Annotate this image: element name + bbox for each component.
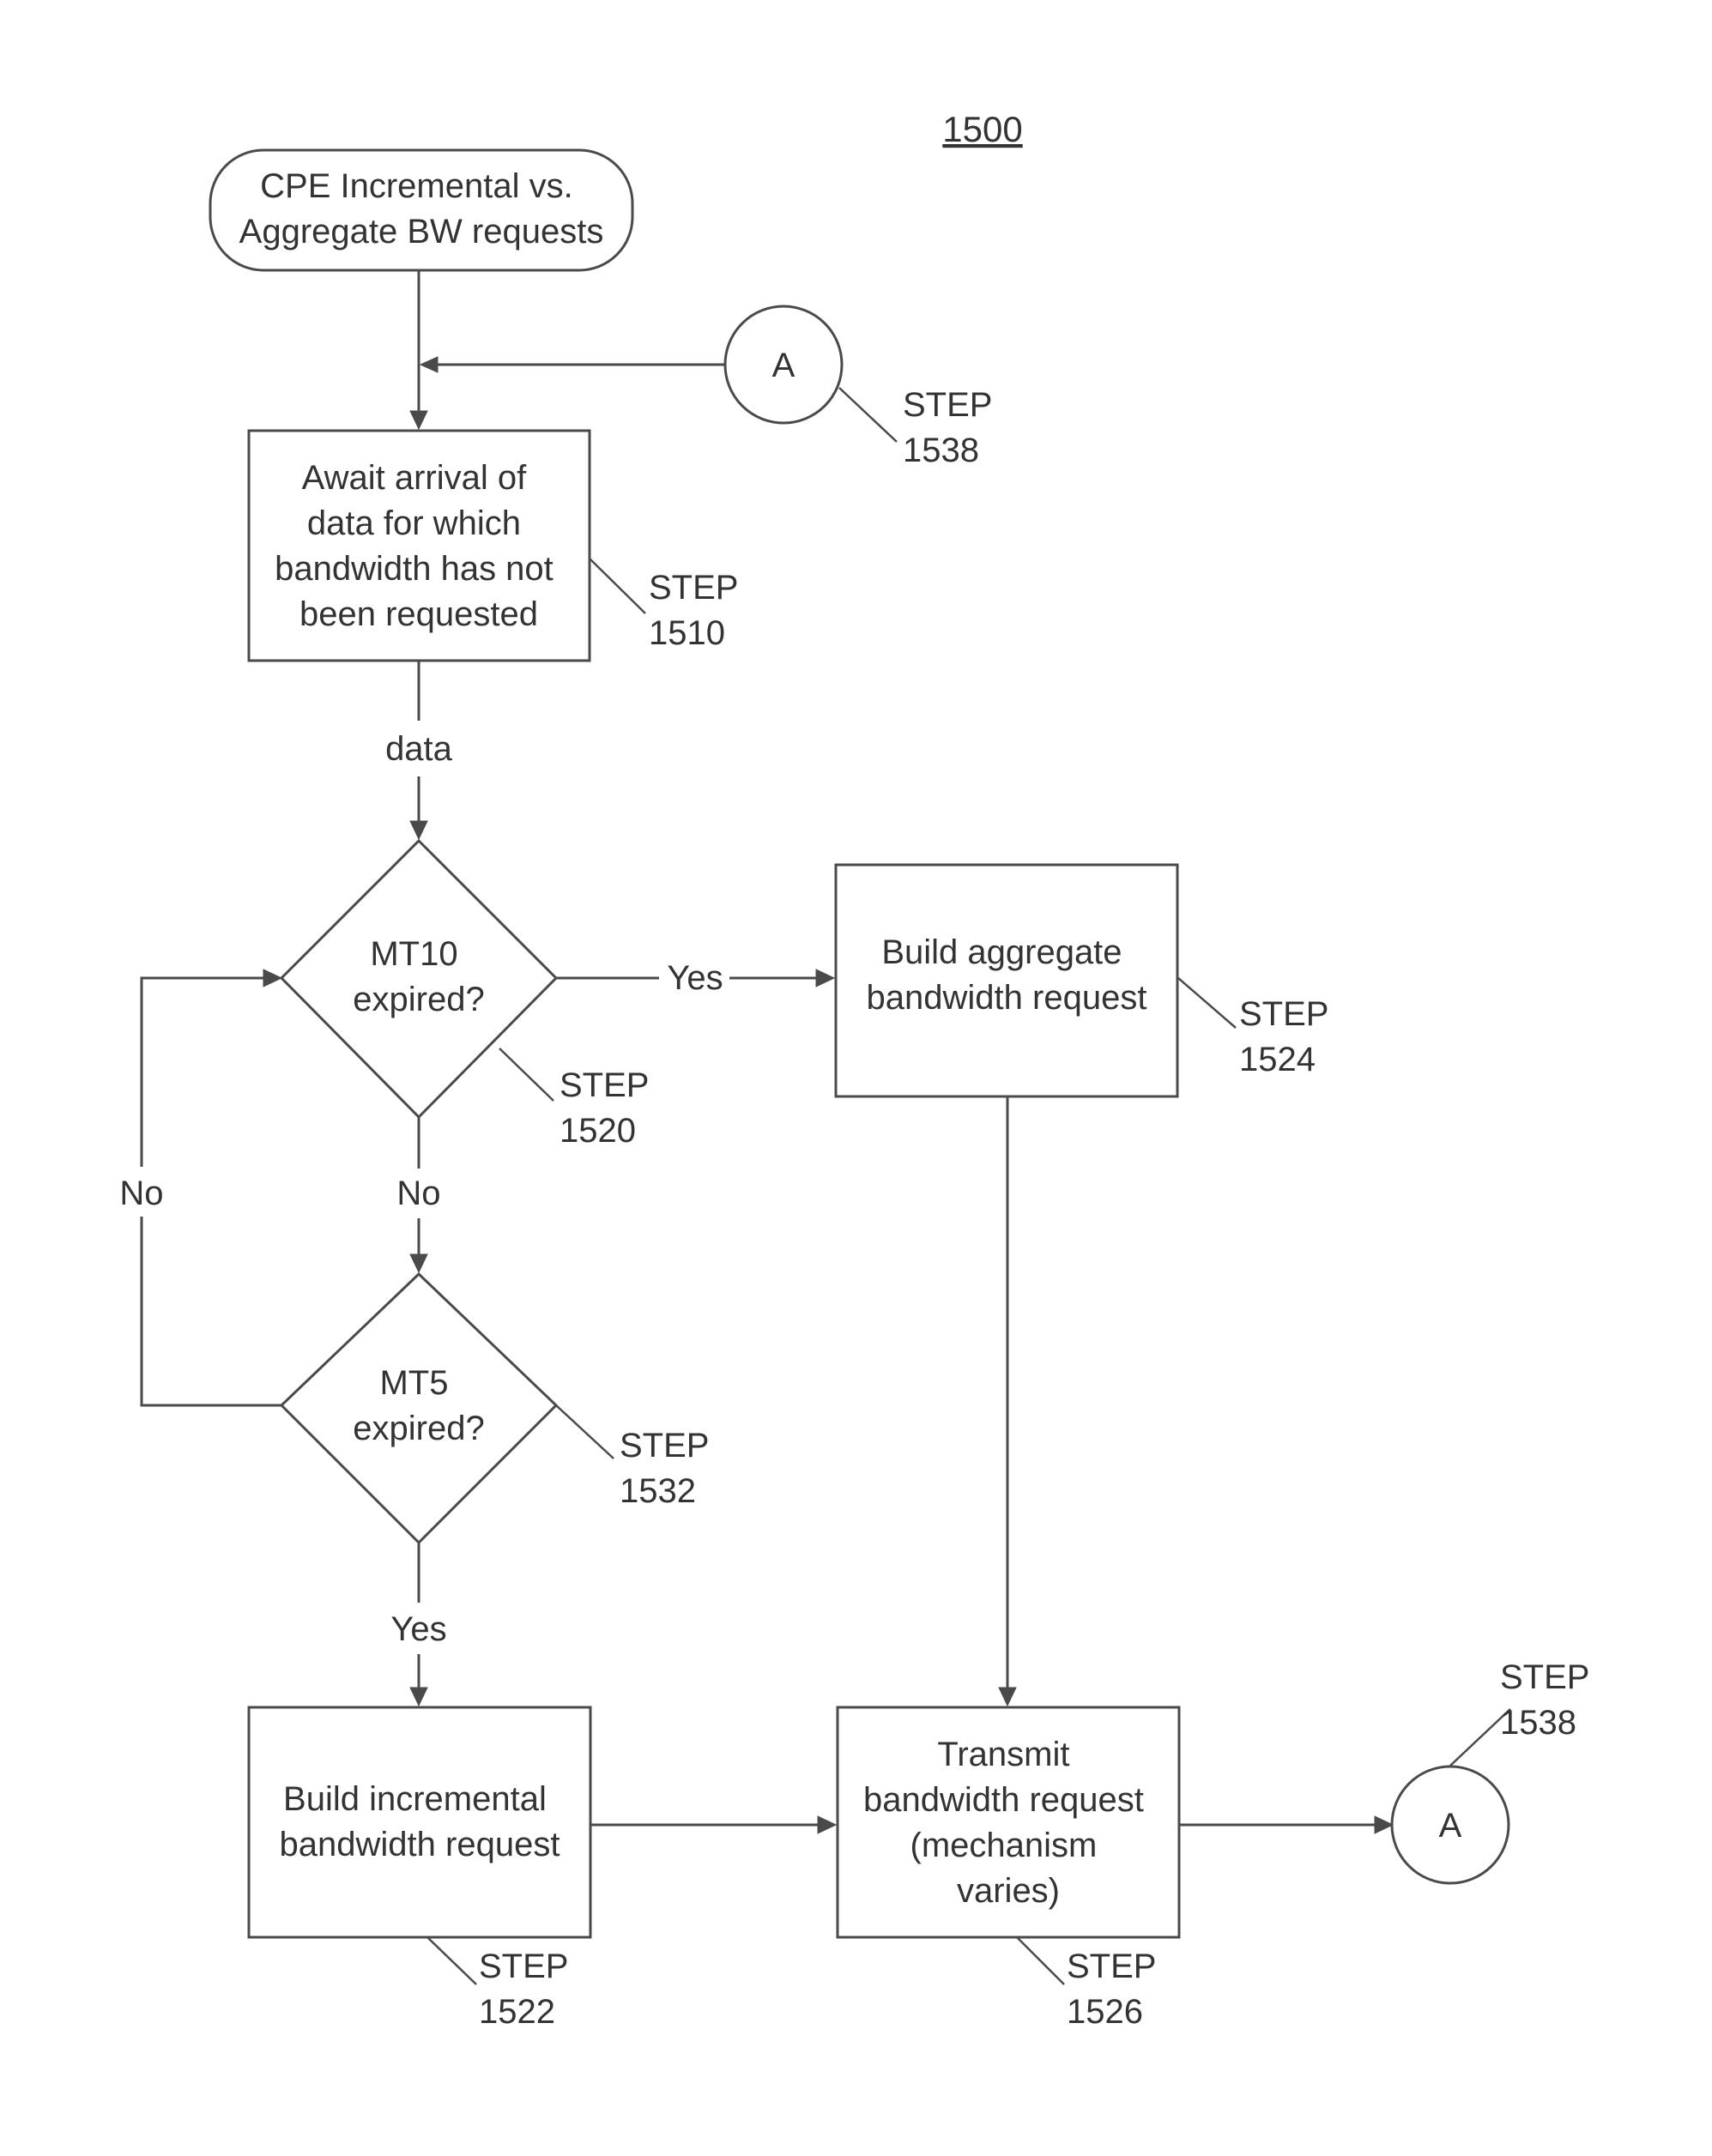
arrowhead-merge bbox=[420, 357, 438, 372]
connector-a-top-label: A bbox=[772, 347, 796, 384]
leader-step-1538-top bbox=[839, 388, 897, 442]
build-incremental-process bbox=[249, 1707, 590, 1937]
arrowhead-mt10 bbox=[410, 821, 427, 839]
step-ref-1510: STEP 1510 bbox=[649, 569, 747, 652]
edge-label-data: data bbox=[385, 730, 453, 768]
leader-step-1522 bbox=[427, 1937, 476, 1984]
leader-step-1520 bbox=[499, 1048, 554, 1101]
arrowhead-build-incremental bbox=[410, 1688, 427, 1706]
step-ref-1538-bottom: STEP 1538 bbox=[1500, 1658, 1599, 1742]
edge-mt5-no-loop-a bbox=[142, 1217, 281, 1405]
edge-label-mt10-no: No bbox=[396, 1175, 440, 1212]
edge-label-mt10-yes: Yes bbox=[667, 959, 723, 997]
arrowhead-transmit-top bbox=[999, 1688, 1016, 1706]
step-ref-1524: STEP 1524 bbox=[1239, 995, 1338, 1078]
figure-number: 1500 bbox=[942, 109, 1022, 149]
arrowhead-loop-mt10 bbox=[263, 969, 281, 987]
step-ref-1522: STEP 1522 bbox=[479, 1948, 578, 2031]
edge-label-mt5-yes: Yes bbox=[390, 1610, 446, 1648]
arrowhead-build-aggregate bbox=[816, 969, 834, 987]
arrowhead-transmit-left bbox=[818, 1816, 836, 1833]
edge-label-mt5-no: No bbox=[119, 1175, 163, 1212]
leader-step-1510 bbox=[590, 559, 645, 613]
step-ref-1520: STEP 1520 bbox=[560, 1066, 658, 1150]
leader-step-1526 bbox=[1017, 1937, 1064, 1984]
arrowhead-await bbox=[410, 411, 427, 429]
arrowhead-mt5 bbox=[410, 1254, 427, 1272]
arrowhead-connector-bottom bbox=[1375, 1816, 1393, 1833]
edge-mt5-no-loop-b bbox=[142, 978, 268, 1167]
mt5-decision bbox=[281, 1274, 556, 1543]
mt10-decision bbox=[281, 841, 556, 1117]
connector-a-bottom-label: A bbox=[1439, 1807, 1462, 1845]
leader-step-1532 bbox=[556, 1405, 614, 1458]
step-ref-1526: STEP 1526 bbox=[1067, 1948, 1165, 2031]
step-ref-1538-top: STEP 1538 bbox=[903, 386, 1001, 469]
leader-step-1524 bbox=[1178, 978, 1236, 1028]
step-ref-1532: STEP 1532 bbox=[620, 1427, 718, 1510]
